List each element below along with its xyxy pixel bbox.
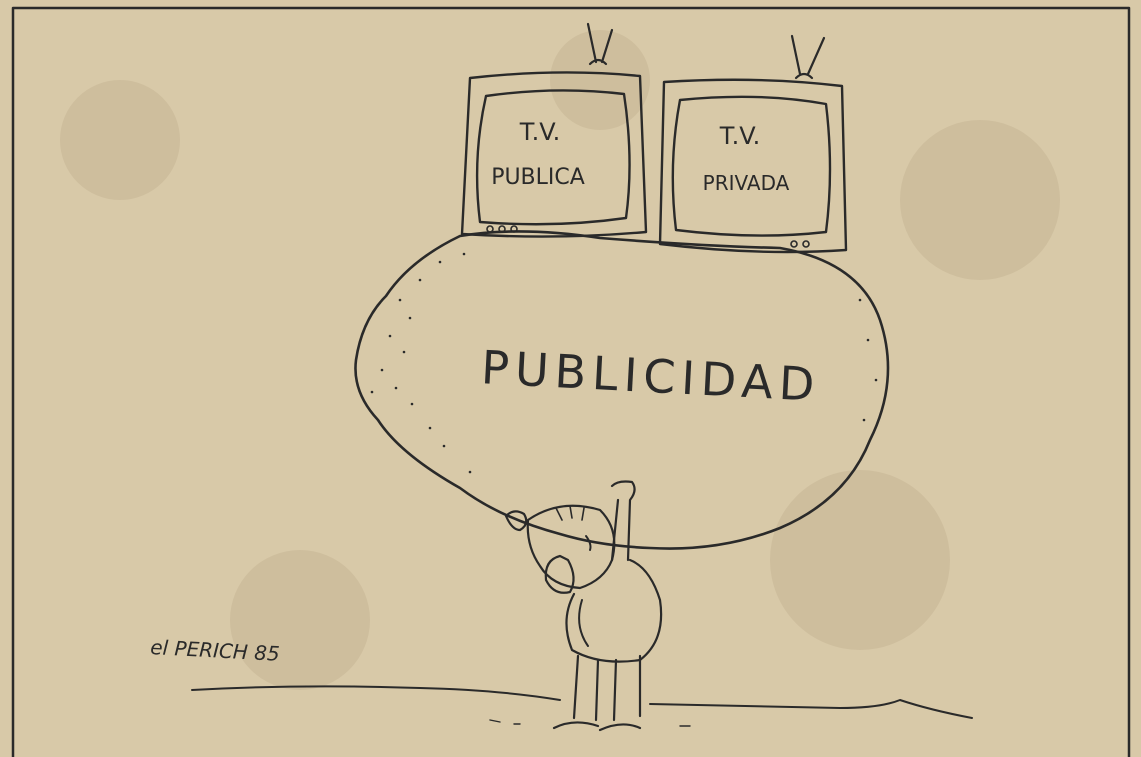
person-figure xyxy=(504,480,663,732)
frame-border xyxy=(11,6,1131,757)
tv-right-line2: PRIVADA xyxy=(703,171,790,195)
tv-left-line1: T.V. xyxy=(519,118,560,146)
tv-left-line2: PUBLICA xyxy=(491,165,585,190)
tv-left: T.V. PUBLICA xyxy=(460,22,648,238)
tv-right-line1: T.V. xyxy=(719,122,760,150)
tv-right: T.V. PRIVADA xyxy=(658,34,848,254)
ground-line xyxy=(191,685,973,719)
